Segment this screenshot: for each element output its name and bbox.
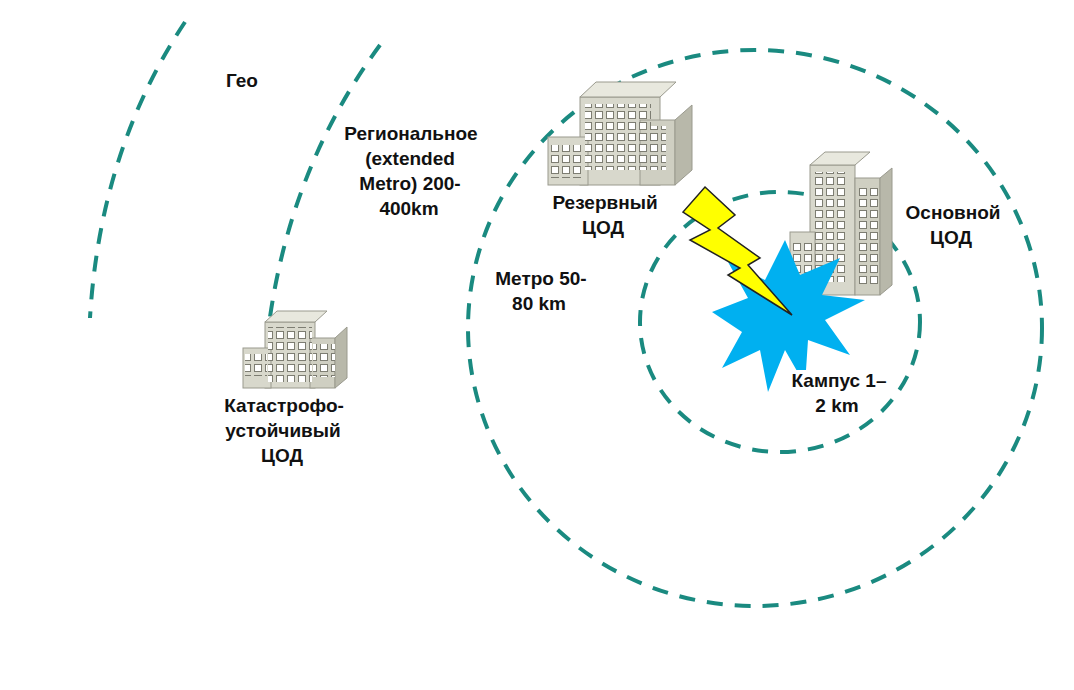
lightning-bolt xyxy=(683,187,792,315)
region-label: Кампус 1–2 km xyxy=(788,368,888,418)
label-text: Кампус 1–2 km xyxy=(790,370,887,416)
label-text: Резервный ЦОД xyxy=(550,192,657,238)
disaster-building xyxy=(243,311,347,388)
region-label: Гео xyxy=(197,68,287,93)
region-label: Региональное (extended Metro) 200-400km xyxy=(335,121,485,221)
label-text: Основной ЦОД xyxy=(904,202,1001,248)
region-label: Метро 50-80 km xyxy=(485,266,595,316)
metro-circle xyxy=(468,50,1042,606)
label-text: Метро 50-80 km xyxy=(493,268,586,314)
reserve-building xyxy=(548,82,692,185)
region-label: Резервный ЦОД xyxy=(539,190,669,240)
geo-arc xyxy=(90,22,185,318)
label-text: Катастрофо- устойчивый ЦОД xyxy=(222,395,344,466)
region-label: Катастрофо- устойчивый ЦОД xyxy=(208,393,358,468)
label-text: Региональное (extended Metro) 200-400km xyxy=(342,123,477,219)
region-label: Основной ЦОД xyxy=(892,200,1012,250)
label-text: Гео xyxy=(224,70,260,91)
